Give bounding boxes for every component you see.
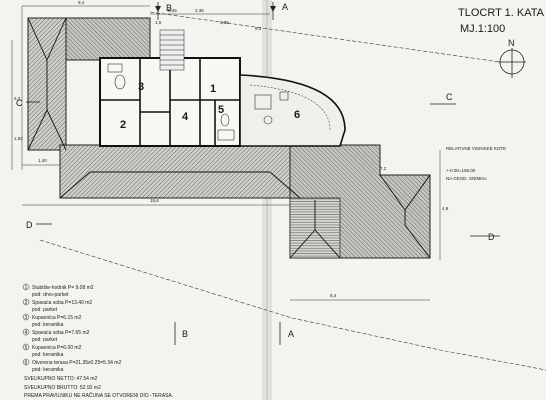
section-mark-a-bottom: A bbox=[279, 322, 294, 345]
dimension-lines bbox=[11, 5, 441, 301]
relative-heights-title: RELATIVNE VISINSKE KOTE bbox=[446, 146, 506, 151]
drawing-scale: MJ.1:100 bbox=[460, 23, 505, 35]
room-label-6: 6 bbox=[294, 109, 300, 121]
svg-text:5: 5 bbox=[25, 345, 28, 351]
section-mark-c-right: C bbox=[430, 92, 456, 105]
svg-text:2: 2 bbox=[25, 300, 28, 306]
dimension-label: 6,3 bbox=[14, 96, 21, 101]
svg-text:Otvorena terasa P=21.35x0.25=5: Otvorena terasa P=21.35x0.25=5.34 m2 bbox=[32, 360, 121, 366]
svg-text:D: D bbox=[26, 220, 33, 230]
svg-text:1: 1 bbox=[25, 285, 28, 291]
room-label-5: 5 bbox=[218, 104, 224, 116]
site-line-lower bbox=[39, 239, 546, 371]
svg-text:pod: keramika: pod: keramika bbox=[32, 322, 64, 328]
drawing-title: TLOCRT 1. KATA bbox=[458, 7, 545, 19]
svg-text:A: A bbox=[282, 2, 288, 12]
total-net: SVEUKUPNO NETTO: 47.54 m2 bbox=[24, 376, 97, 382]
room-label-4: 4 bbox=[182, 111, 189, 123]
dimension-label: 2,35 bbox=[195, 8, 204, 13]
terrace-furniture bbox=[254, 91, 289, 125]
staircase bbox=[159, 29, 185, 71]
terrace-arc bbox=[239, 74, 346, 147]
svg-text:D: D bbox=[488, 232, 495, 242]
svg-text:B: B bbox=[182, 329, 188, 339]
legend-item: 4 Spavaća soba P=7.65 m2 pod: parket bbox=[22, 328, 90, 343]
dimension-label: 3,35 bbox=[220, 20, 229, 25]
room-label-1: 1 bbox=[210, 83, 216, 95]
room-label-2: 2 bbox=[120, 119, 126, 131]
relative-heights-value: +-0.00=106.00 bbox=[446, 168, 476, 173]
svg-text:pod: keramika: pod: keramika bbox=[32, 352, 64, 358]
svg-text:Spavaća soba P=13.40 m2: Spavaća soba P=13.40 m2 bbox=[32, 300, 92, 306]
svg-text:N: N bbox=[508, 38, 515, 48]
section-mark-d-right: D bbox=[470, 232, 500, 242]
svg-text:4: 4 bbox=[25, 330, 28, 336]
section-mark-d-left: D bbox=[26, 220, 52, 230]
svg-text:pod: parket: pod: parket bbox=[32, 307, 58, 313]
dimension-label: 1,40 bbox=[38, 158, 47, 163]
section-mark-b-top: B bbox=[155, 2, 172, 20]
svg-text:pod: drvo-parket: pod: drvo-parket bbox=[32, 292, 69, 298]
interior-walls bbox=[100, 58, 240, 146]
totals-note: PREMA PRAVILNIKU NE RAČUNA SE OTVORENI D… bbox=[24, 392, 173, 399]
dimension-label: 8,45 bbox=[168, 8, 177, 13]
dimension-label: 6,4 bbox=[330, 293, 337, 298]
svg-text:Kupaonica P=6.15 m2: Kupaonica P=6.15 m2 bbox=[32, 315, 82, 321]
boundary-line bbox=[149, 11, 501, 63]
svg-text:6: 6 bbox=[25, 360, 28, 366]
dimension-label: 9,4 bbox=[255, 26, 262, 31]
legend-item: 2 Spavaća soba P=13.40 m2 pod: parket bbox=[22, 298, 92, 313]
room-label-3: 3 bbox=[138, 81, 144, 93]
dimension-label: 4,9 bbox=[442, 206, 449, 211]
legend-item: 1 Stubište-hodnik P= 9.08 m2 pod: drvo-p… bbox=[22, 283, 94, 298]
roof-ridges bbox=[27, 17, 431, 259]
svg-text:Stubište-hodnik P= 9.08 m2: Stubište-hodnik P= 9.08 m2 bbox=[32, 285, 94, 291]
legend-item: 3 Kupaonica P=6.15 m2 pod: keramika bbox=[22, 313, 82, 328]
legend-item: 5 Kupaonica P=6.00 m2 pod: keramika bbox=[22, 343, 82, 358]
svg-text:Spavaća soba P=7.65 m2: Spavaća soba P=7.65 m2 bbox=[32, 330, 90, 336]
dimension-label: 1,9 bbox=[155, 20, 162, 25]
svg-text:A: A bbox=[288, 329, 294, 339]
svg-text:B: B bbox=[166, 3, 172, 13]
terrace-inner bbox=[249, 84, 331, 131]
dimension-label: 9,4 bbox=[78, 0, 85, 5]
bathroom-fixtures bbox=[107, 63, 235, 141]
svg-text:C: C bbox=[446, 92, 453, 102]
svg-text:C: C bbox=[16, 98, 23, 108]
room-legend: 1 Stubište-hodnik P= 9.08 m2 pod: drvo-p… bbox=[22, 283, 121, 373]
svg-text:pod: parket: pod: parket bbox=[32, 337, 58, 343]
dimension-label: 7,2 bbox=[380, 166, 387, 171]
svg-text:pod: keramika: pod: keramika bbox=[32, 367, 64, 373]
total-gross: SVEUKUPNO BRUTTO: 52.92 m2 bbox=[24, 385, 101, 391]
north-arrow-icon: N bbox=[498, 38, 526, 78]
dimension-label: 1,82 bbox=[14, 136, 23, 141]
legend-item: 6 Otvorena terasa P=21.35x0.25=5.34 m2 p… bbox=[22, 358, 121, 373]
roof-top-left bbox=[65, 17, 151, 61]
roof-left-lower bbox=[59, 144, 301, 199]
svg-text:3: 3 bbox=[25, 315, 28, 321]
section-mark-b-bottom: B bbox=[174, 322, 188, 345]
section-mark-c-left: C bbox=[16, 98, 40, 108]
svg-text:Kupaonica P=6.00 m2: Kupaonica P=6.00 m2 bbox=[32, 345, 82, 351]
dimension-label: 15,6 bbox=[150, 198, 159, 203]
relative-heights-note: NA GEOD. SNIMKU bbox=[446, 176, 487, 181]
section-mark-a-top: A bbox=[270, 2, 288, 20]
